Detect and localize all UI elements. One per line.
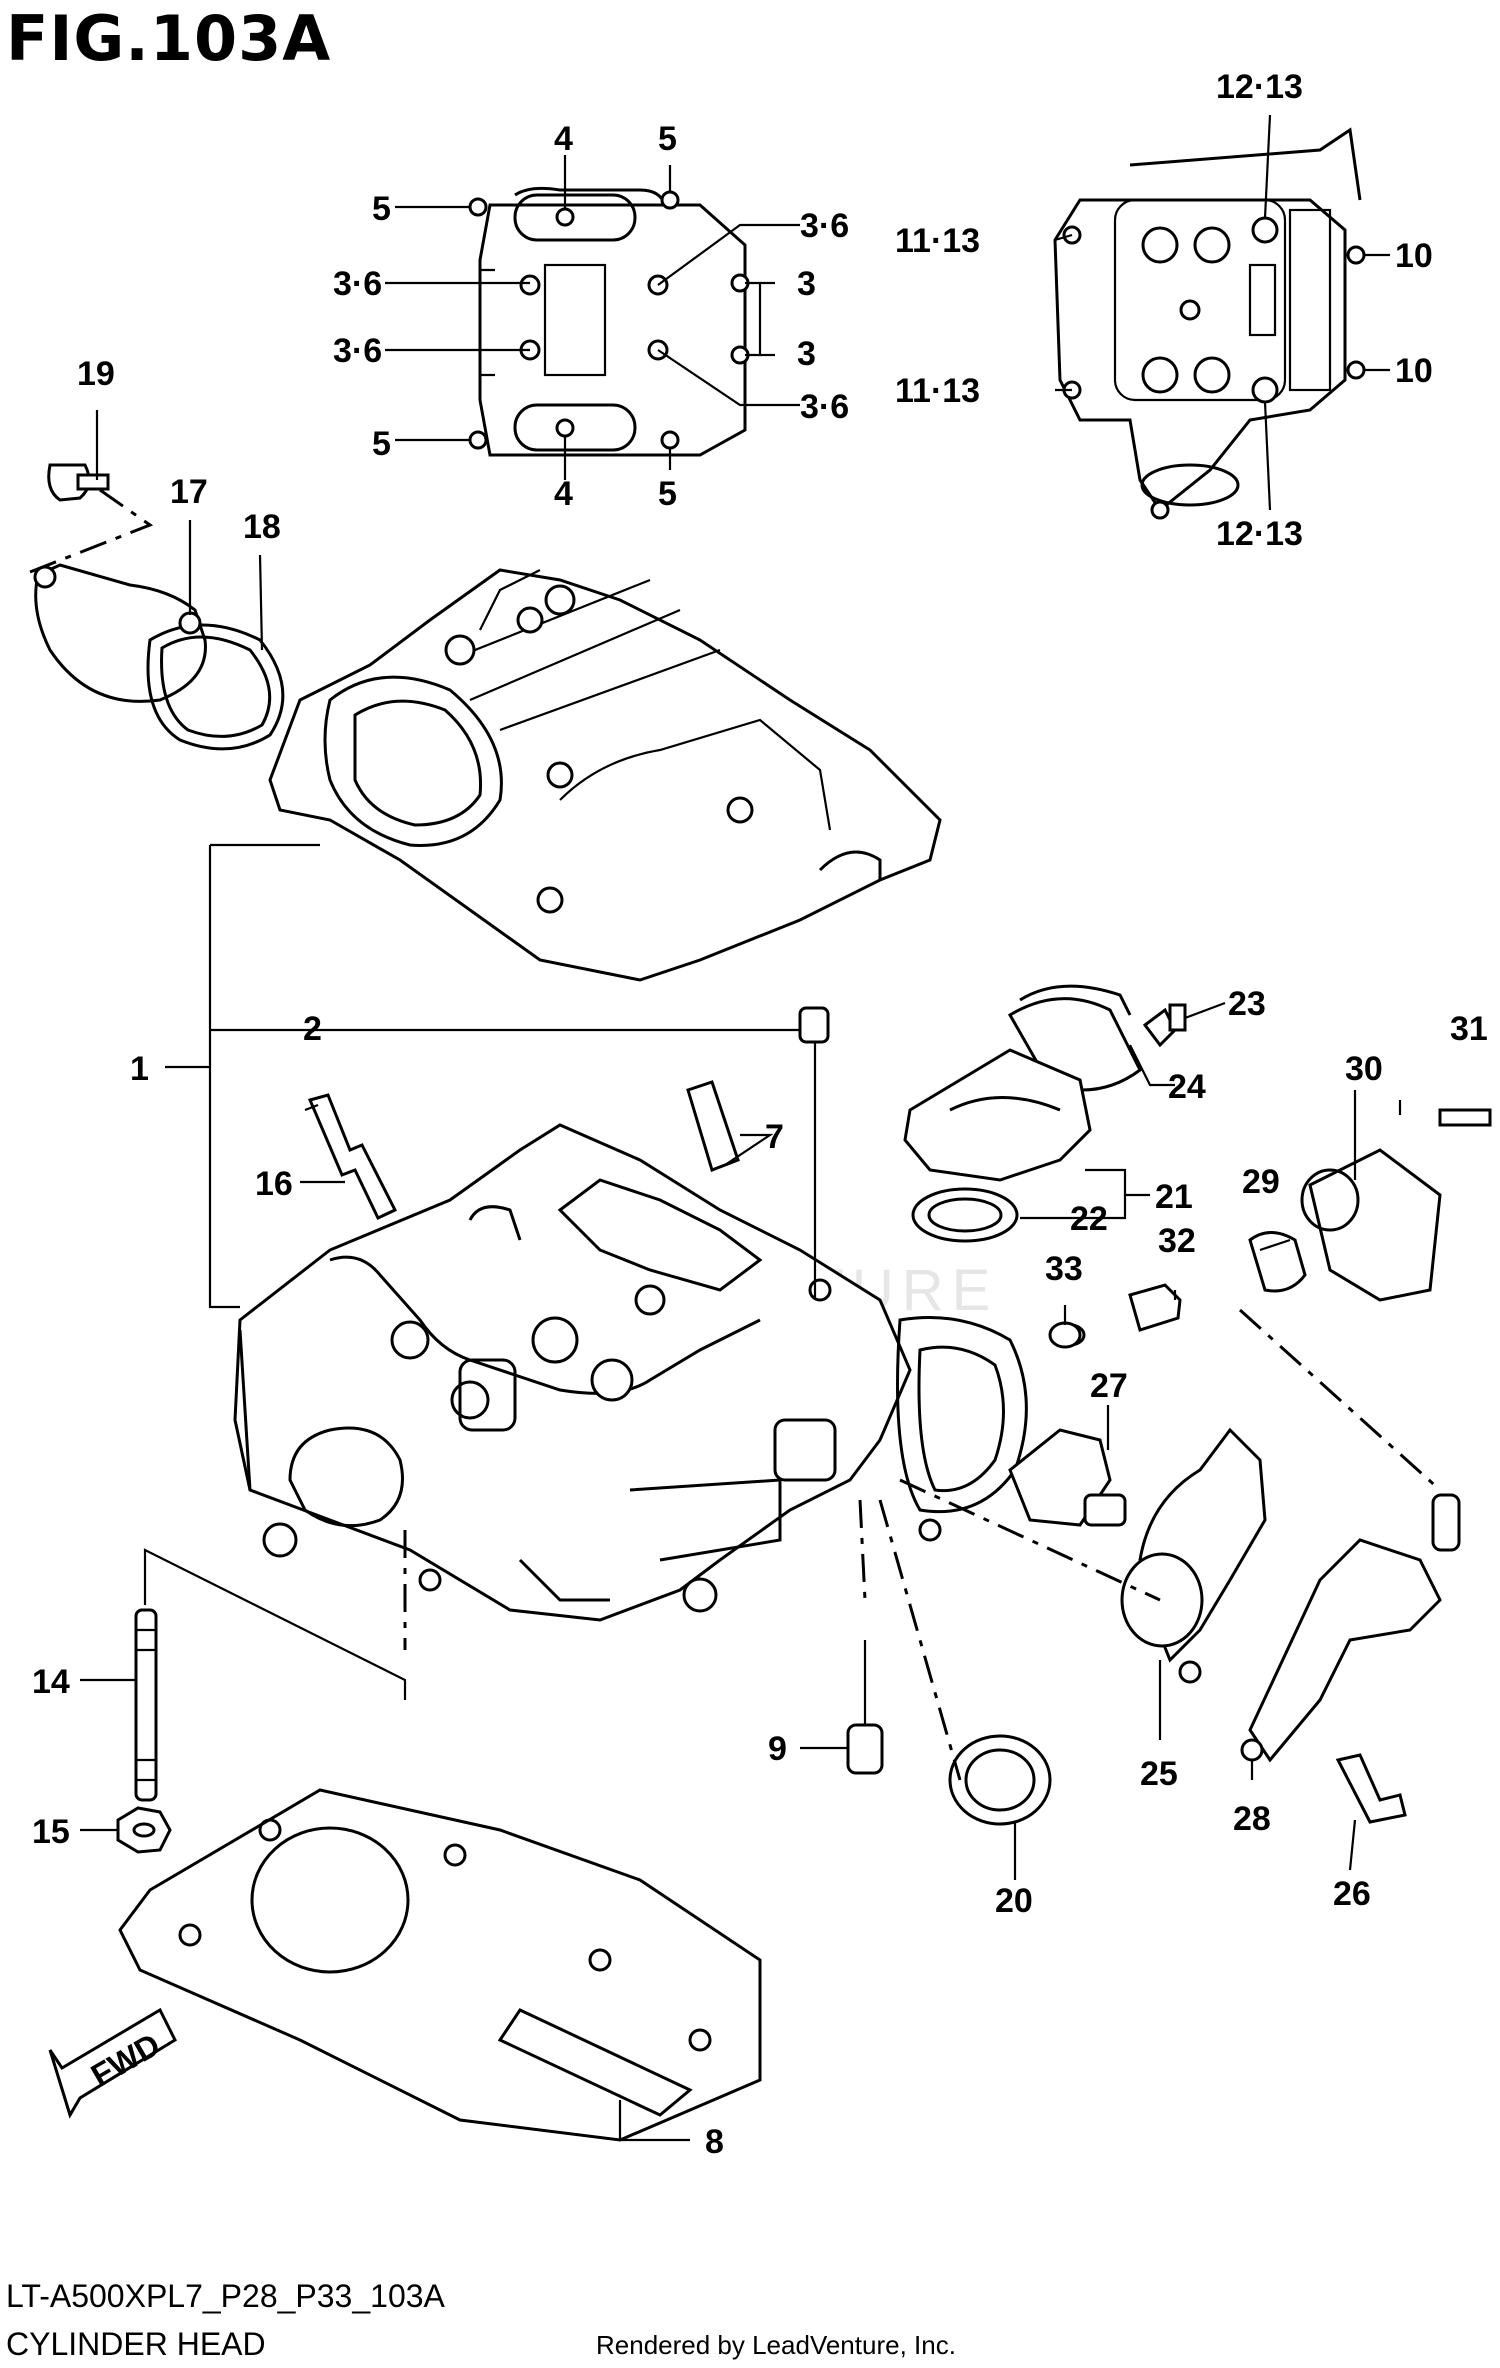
callout-4-lower: 4 xyxy=(554,475,573,513)
callout-15: 15 xyxy=(32,1813,70,1851)
head-top-view xyxy=(468,186,762,457)
callout-2: 2 xyxy=(303,1010,322,1048)
callout-23: 23 xyxy=(1228,985,1266,1023)
render-credit: Rendered by LeadVenture, Inc. xyxy=(596,2330,956,2360)
callout-5-lower-right: 5 xyxy=(658,475,677,513)
callout-18: 18 xyxy=(243,508,281,546)
thermostat-assembly xyxy=(1008,1108,1492,1824)
cylinder-head-body xyxy=(233,1123,1028,1622)
callout-1: 1 xyxy=(130,1050,149,1088)
leader-lines xyxy=(80,114,1442,2142)
callouts: 1 2 3 3 3·6 3·6 3·6 3·6 4 4 5 5 5 5 7 8 … xyxy=(32,68,1488,2161)
callout-14: 14 xyxy=(32,1663,70,1701)
callout-3-6-right-upper: 3·6 xyxy=(800,207,849,245)
callout-12-13-upper: 12·13 xyxy=(1216,68,1303,106)
callout-3-6-left-upper: 3·6 xyxy=(333,265,382,303)
intake-assembly xyxy=(903,984,1187,1243)
callout-32: 32 xyxy=(1158,1222,1196,1260)
callout-3-upper: 3 xyxy=(797,265,816,303)
callout-7: 7 xyxy=(765,1118,784,1156)
diagram-code: LT-A500XPL7_P28_P33_103A xyxy=(6,2278,445,2314)
callout-19: 19 xyxy=(77,355,115,393)
callout-5-upper-right: 5 xyxy=(658,120,677,158)
callout-30: 30 xyxy=(1345,1050,1383,1088)
callout-3-6-right-lower: 3·6 xyxy=(800,388,849,426)
callout-16: 16 xyxy=(255,1165,293,1203)
callout-3-lower: 3 xyxy=(797,335,816,373)
diagram-caption: CYLINDER HEAD xyxy=(6,2326,266,2362)
callout-29: 29 xyxy=(1242,1163,1280,1201)
callout-22: 22 xyxy=(1070,1200,1108,1238)
callout-11-13-lower: 11·13 xyxy=(895,372,980,410)
callout-31: 31 xyxy=(1450,1010,1488,1048)
cylinder-head-cover xyxy=(268,568,942,982)
callout-26: 26 xyxy=(1333,1875,1371,1913)
callout-11-13-upper: 11·13 xyxy=(895,222,980,260)
callout-27: 27 xyxy=(1090,1367,1128,1405)
callout-21: 21 xyxy=(1155,1178,1193,1216)
small-parts xyxy=(304,1006,830,1220)
callout-5-lower-left: 5 xyxy=(372,425,391,463)
callout-17: 17 xyxy=(170,473,208,511)
callout-33: 33 xyxy=(1045,1250,1083,1288)
callout-25: 25 xyxy=(1140,1755,1178,1793)
head-bottom-view xyxy=(1053,127,1366,520)
callout-3-6-left-lower: 3·6 xyxy=(333,332,382,370)
callout-5-upper-left: 5 xyxy=(372,190,391,228)
callout-9: 9 xyxy=(768,1730,787,1768)
fwd-arrow: FWD xyxy=(48,2007,177,2119)
callout-8: 8 xyxy=(705,2123,724,2161)
callout-20: 20 xyxy=(995,1882,1033,1920)
figure-title: FIG.103A xyxy=(6,2,332,75)
callout-10-upper: 10 xyxy=(1395,237,1433,275)
callout-4-upper: 4 xyxy=(554,120,573,158)
callout-24: 24 xyxy=(1168,1068,1206,1106)
callout-10-lower: 10 xyxy=(1395,352,1433,390)
callout-12-13-lower: 12·13 xyxy=(1216,515,1303,553)
breather-cover-assembly xyxy=(29,463,285,751)
callout-28: 28 xyxy=(1233,1800,1271,1838)
lower-parts xyxy=(116,1608,1052,2142)
